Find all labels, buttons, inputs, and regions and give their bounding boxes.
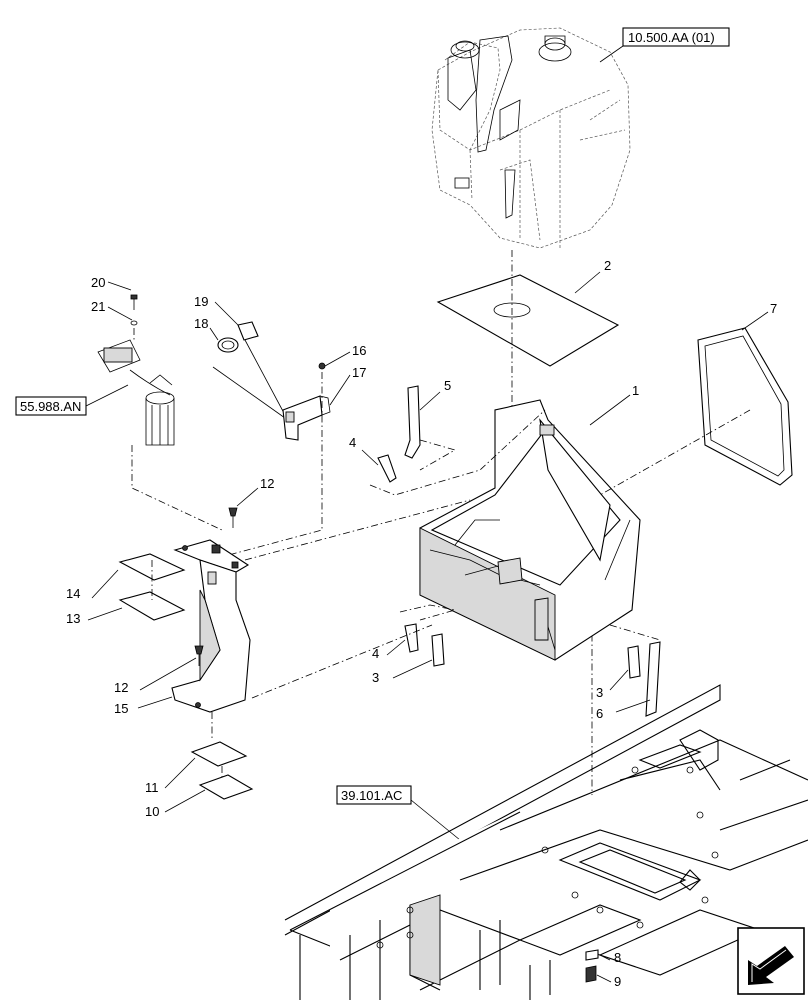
callout-20: 20 [91,275,105,290]
part-bracket-15 [171,539,251,713]
part-bracket-1 [419,399,641,661]
callout-17: 17 [352,365,366,380]
part-ring-18 [217,337,239,353]
callout-11: 11 [145,780,159,795]
part-bolt-16 [318,362,326,370]
reference-label-bottom: 39.101.AC [341,788,402,803]
part-washer-21 [130,320,138,326]
callout-9: 9 [614,974,621,989]
part-pad-13 [118,591,186,621]
callout-15: 15 [114,701,128,716]
part-bolt-12-top [228,507,238,528]
part-bolt-12-bottom [194,645,204,666]
reference-box-top[interactable]: 10.500.AA (01) [622,27,730,47]
part-bolt-9 [585,965,597,983]
callout-2: 2 [604,258,611,273]
callout-1: 1 [632,383,639,398]
part-strip-5 [404,385,421,459]
part-bracket-17 [282,395,331,441]
reference-label-left: 55.988.AN [20,399,81,414]
part-gasket-7 [697,327,793,486]
callout-6: 6 [596,706,603,721]
callout-5: 5 [444,378,451,393]
part-clip-19 [237,321,259,341]
callout-19: 19 [194,294,208,309]
navigation-arrow-icon[interactable] [737,927,805,995]
part-strip-6 [645,641,661,717]
callout-13: 13 [66,611,80,626]
callout-3-left: 3 [372,670,379,685]
part-strip-4-top [377,454,397,483]
callout-14: 14 [66,586,80,601]
callout-4-top: 4 [349,435,356,450]
callout-12-bottom: 12 [114,680,128,695]
part-strip-3-right [627,645,641,679]
callout-12-top: 12 [260,476,274,491]
callout-21: 21 [91,299,105,314]
callout-16: 16 [352,343,366,358]
callout-10: 10 [145,804,159,819]
part-strip-4-bottom [404,623,419,653]
callout-8: 8 [614,950,621,965]
callout-4-bottom: 4 [372,646,379,661]
part-strip-3-left [431,633,445,667]
reference-label-top: 10.500.AA (01) [628,30,715,45]
part-pad-10 [198,774,254,800]
part-pad-2 [436,274,620,367]
part-pad-11 [190,741,248,767]
callout-3-right: 3 [596,685,603,700]
part-screw-20 [130,294,138,310]
reference-box-left[interactable]: 55.988.AN [15,396,87,416]
part-chassis-frame [284,684,808,1000]
part-sensor-assembly [97,339,175,446]
part-washer-8 [585,949,599,961]
tank-assembly [431,27,631,250]
callout-18: 18 [194,316,208,331]
callout-7: 7 [770,301,777,316]
reference-box-bottom[interactable]: 39.101.AC [336,785,412,805]
